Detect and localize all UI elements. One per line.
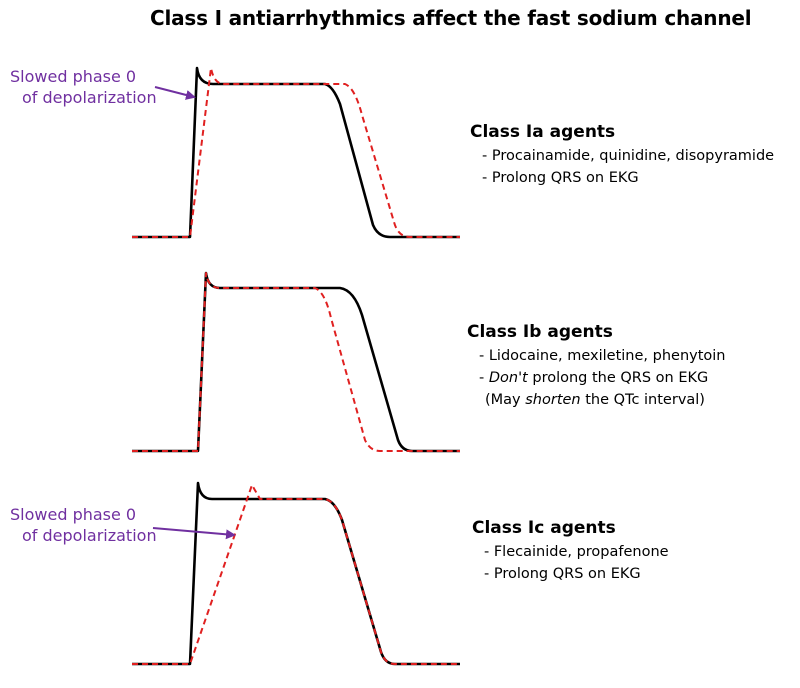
panel-ic-drug-trace — [132, 484, 460, 665]
annotation-bottom: Slowed phase 0 of depolarization — [8, 504, 157, 546]
panel-ib-waveforms — [132, 271, 460, 453]
panel-ib-bullet-2-emph: Don't — [488, 370, 528, 386]
annotation-bottom-line2: of depolarization — [22, 526, 157, 545]
panel-ia-heading: Class Ia agents — [470, 122, 616, 142]
panel-ic-heading: Class Ic agents — [472, 518, 616, 538]
panel-ia-normal-trace — [132, 66, 460, 239]
panel-ib-normal-trace — [132, 271, 460, 453]
panel-ic-bullet-1: - Flecainide, propafenone — [484, 544, 669, 560]
annotation-top-line1: Slowed phase 0 — [10, 67, 137, 86]
panel-ia-bullet-1: - Procainamide, quinidine, disopyramide — [482, 148, 775, 164]
panel-ic-waveforms — [132, 481, 460, 666]
annotation-top: Slowed phase 0 of depolarization — [8, 66, 157, 108]
panel-ib-bullet-1: - Lidocaine, mexiletine, phenytoin — [479, 348, 726, 364]
panel-ib-bullet-2: - Don't prolong the QRS on EKG — [467, 367, 726, 389]
panel-ic-text: Class Ic agents - Flecainide, propafenon… — [472, 518, 669, 585]
panel-ia-drug-trace — [132, 67, 460, 238]
annotation-arrow-bottom — [152, 527, 236, 540]
panel-ib-bullet-3-a: (May — [485, 392, 526, 408]
panel-ia-waveforms — [132, 66, 460, 239]
panel-ia-text: Class Ia agents - Procainamide, quinidin… — [470, 122, 774, 189]
panel-ib-bullet-3-b: the QTc interval) — [580, 392, 705, 408]
panel-ia-bullet-2: - Prolong QRS on EKG — [482, 170, 639, 186]
panel-ib-bullet-3: (May shorten the QTc interval) — [467, 389, 726, 411]
annotation-bottom-line1: Slowed phase 0 — [10, 505, 137, 524]
panel-ic-normal-trace — [132, 481, 460, 666]
panel-ib-bullet-3-emph: shorten — [525, 392, 581, 408]
panel-ib-bullet-2-b: prolong the QRS on EKG — [527, 370, 709, 386]
diagram-title: Class I antiarrhythmics affect the fast … — [150, 6, 752, 30]
panel-ic-bullet-2: - Prolong QRS on EKG — [484, 566, 641, 582]
annotation-arrow-top — [154, 86, 196, 100]
panel-ib-drug-trace — [132, 272, 460, 452]
panel-ib-heading: Class Ib agents — [467, 322, 613, 342]
panel-ib-bullet-2-a: - — [479, 370, 489, 386]
annotation-top-line2: of depolarization — [22, 88, 157, 107]
panel-ib-text: Class Ib agents - Lidocaine, mexiletine,… — [467, 322, 726, 411]
